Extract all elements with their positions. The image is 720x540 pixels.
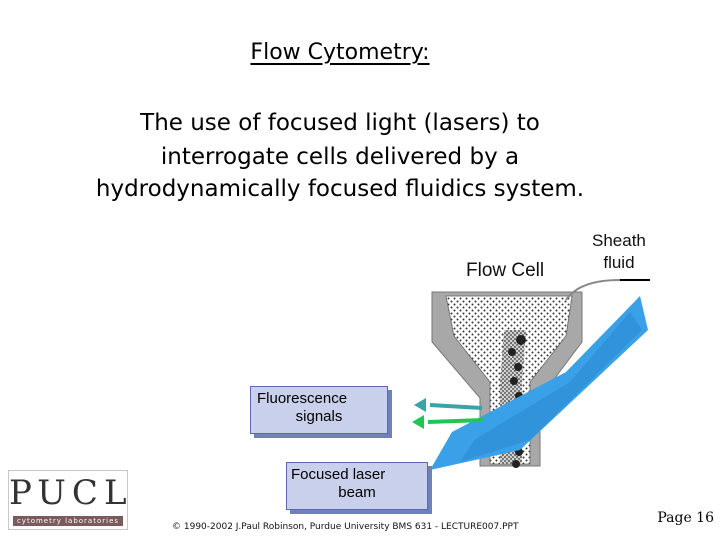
- sheath-fluid-tube: [565, 279, 621, 301]
- cell: [516, 335, 526, 345]
- logo-subtitle: cytometry laboratories: [13, 516, 123, 526]
- cell: [508, 348, 516, 356]
- fluorescence-arrow-blue: [414, 398, 483, 412]
- logo-text: PUCL: [9, 473, 133, 513]
- focused-laser-callout: Focused laser beam: [286, 462, 428, 510]
- cell: [514, 363, 522, 371]
- copyright-footer: © 1990-2002 J.Paul Robinson, Purdue Univ…: [172, 522, 519, 532]
- pucl-logo: PUCL cytometry laboratories: [8, 470, 128, 530]
- laser-beam: [430, 296, 648, 470]
- laser-line-2: beam: [338, 484, 376, 501]
- body-line-3: hydrodynamically focused fluidics system…: [95, 176, 585, 202]
- sheath-fluid-label: Sheath fluid: [592, 230, 646, 274]
- fluorescence-line-1: Fluorescence: [257, 390, 348, 407]
- cell: [510, 377, 518, 385]
- page-title: Flow Cytometry:: [250, 40, 430, 65]
- fluorescence-line-2: signals: [295, 408, 343, 425]
- fluorescence-signals-callout: Fluorescence signals: [250, 386, 388, 434]
- fluorescence-arrow-green: [412, 415, 485, 429]
- body-line-1: The use of focused light (lasers) to: [140, 110, 540, 136]
- body-line-2: interrogate cells delivered by a: [160, 144, 520, 170]
- page-number: Page 16: [657, 510, 714, 526]
- laser-line-1: Focused laser: [291, 466, 386, 483]
- flow-cell-label: Flow Cell: [466, 260, 545, 281]
- laser-beam-inner: [460, 312, 642, 462]
- sheath-label-line-1: Sheath: [592, 231, 646, 250]
- cell: [512, 460, 520, 468]
- sheath-label-line-2: fluid: [603, 253, 635, 272]
